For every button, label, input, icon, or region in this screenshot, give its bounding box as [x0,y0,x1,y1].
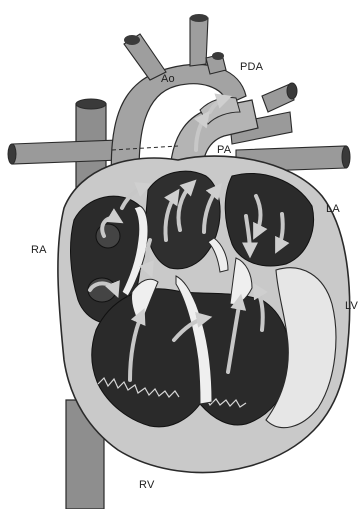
label-pda: PDA [240,61,263,73]
label-la: LA [326,203,340,215]
coronary-sinus [96,224,120,248]
svc-opening [76,99,106,109]
label-lv: LV [345,300,358,312]
label-ra: RA [31,244,47,256]
label-pa: PA [217,144,231,156]
label-ao: Ao [161,73,175,85]
left-pulmonary-vessel [12,140,120,164]
label-rv: RV [139,479,154,491]
